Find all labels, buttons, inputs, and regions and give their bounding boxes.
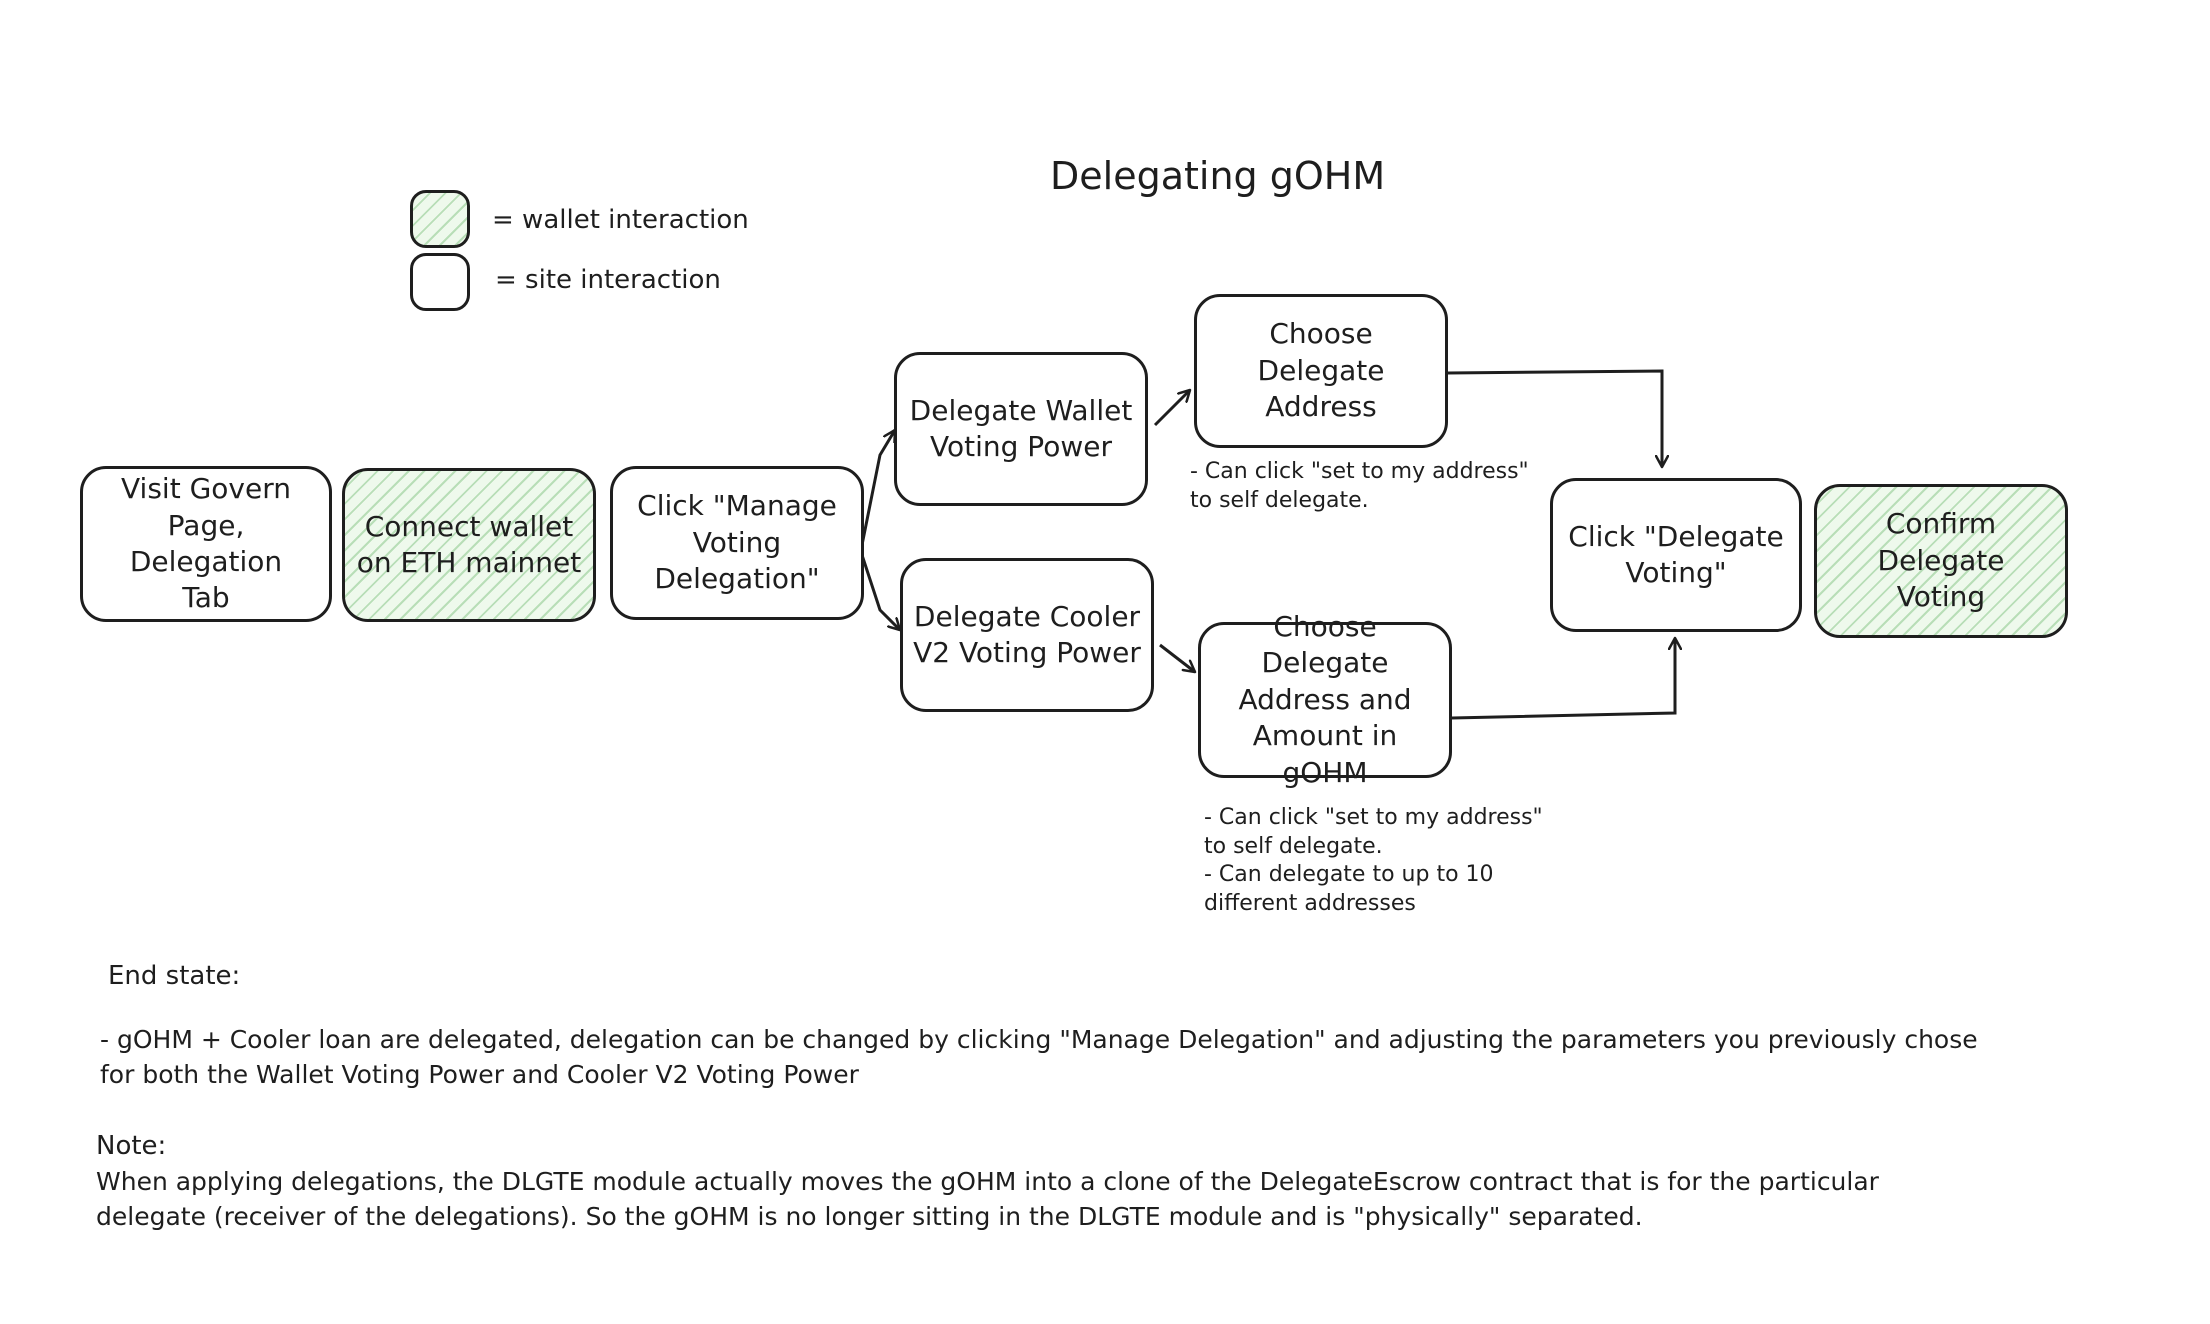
arrow-manage-to-wallet-power <box>860 430 897 546</box>
step-choose-amount-label: Choose Delegate Address and Amount in gO… <box>1238 610 1412 789</box>
arrow-choose-address-to-click-delegate <box>1447 369 1662 467</box>
step-choose-delegate-address: Choose Delegate Address <box>1194 294 1448 448</box>
step-delegate-cooler-voting-power: Delegate Cooler V2 Voting Power <box>900 558 1154 712</box>
end-state-text: - gOHM + Cooler loan are delegated, dele… <box>100 1025 1978 1089</box>
arrow-wallet-power-to-choose-address <box>1153 390 1190 427</box>
step-visit-label: Visit Govern Page, Delegation Tab <box>121 472 291 615</box>
step-delegate-wallet-voting-power: Delegate Wallet Voting Power <box>894 352 1148 506</box>
legend-site-swatch <box>410 253 470 311</box>
legend-site-label: = site interaction <box>495 265 721 295</box>
step-connect-label: Connect wallet on ETH mainnet <box>356 509 582 579</box>
step-manage-label: Click "Manage Voting Delegation" <box>637 489 837 596</box>
arrow-cooler-power-to-choose-amount <box>1159 643 1195 672</box>
note-text: When applying delegations, the DLGTE mod… <box>96 1167 1879 1231</box>
step-click-delegate-label: Click "Delegate Voting" <box>1568 519 1784 589</box>
step-confirm-delegate-voting: Confirm Delegate Voting <box>1814 484 2068 638</box>
step-choose-address-label: Choose Delegate Address <box>1257 317 1385 424</box>
step-visit-govern-page: Visit Govern Page, Delegation Tab <box>80 466 332 622</box>
end-state-heading: End state: <box>108 961 241 991</box>
legend-wallet-label: = wallet interaction <box>492 205 749 235</box>
diagram-title: Delegating gOHM <box>1050 154 1386 198</box>
step-cooler-power-label: Delegate Cooler V2 Voting Power <box>913 599 1141 669</box>
step-confirm-label: Confirm Delegate Voting <box>1877 507 2005 614</box>
note-cooler-self-delegate: - Can click "set to my address" to self … <box>1204 805 1543 916</box>
arrow-manage-to-cooler-power <box>860 554 900 630</box>
step-click-manage-voting-delegation: Click "Manage Voting Delegation" <box>610 466 864 620</box>
step-choose-delegate-address-amount: Choose Delegate Address and Amount in gO… <box>1198 610 1452 789</box>
step-connect-wallet: Connect wallet on ETH mainnet <box>342 468 596 622</box>
note-heading: Note: <box>96 1131 167 1161</box>
arrow-choose-amount-to-click-delegate <box>1451 638 1675 720</box>
step-wallet-power-label: Delegate Wallet Voting Power <box>909 393 1133 463</box>
note-wallet-self-delegate: - Can click "set to my address" to self … <box>1190 459 1529 513</box>
step-click-delegate-voting: Click "Delegate Voting" <box>1550 478 1802 632</box>
legend-wallet-swatch <box>410 190 470 248</box>
